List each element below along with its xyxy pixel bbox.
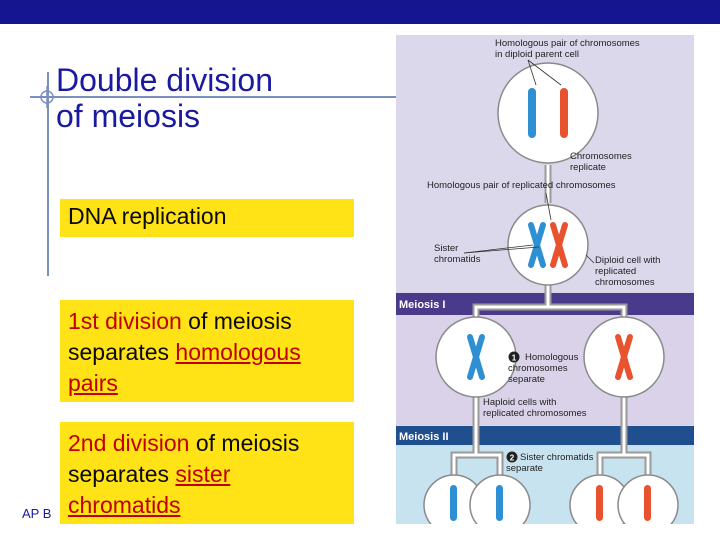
slide-title: Double division of meiosis: [56, 62, 273, 134]
parent-cell: [497, 62, 599, 164]
label-haploid-2: replicated chromosomes: [483, 408, 587, 419]
label-haploid-1: Haploid cells with: [483, 397, 556, 408]
label-top-2: in diploid parent cell: [495, 49, 579, 60]
label-diploid-3: chromosomes: [595, 277, 655, 288]
label-sister-1: Sister: [434, 243, 458, 254]
crosshair-icon: [36, 86, 58, 108]
label-diploid-1: Diploid cell with: [595, 255, 660, 266]
top-banner: [0, 0, 720, 24]
dna-replication-text: DNA replication: [68, 203, 227, 229]
red-chromosome: [560, 88, 568, 138]
step2-line2: separate: [506, 463, 543, 474]
diploid-cell: [507, 204, 589, 286]
dna-replication-box: DNA replication: [60, 199, 354, 237]
label-diploid-2: replicated: [595, 266, 636, 277]
label-replicate-1: Chromosomes: [570, 151, 632, 162]
meiosis2-header: Meiosis II: [399, 431, 449, 443]
label-sister-2: chromatids: [434, 254, 481, 265]
homologous-pairs-term: homologous pairs: [68, 339, 301, 396]
pointer-lines: [463, 59, 595, 264]
first-division-term: 1st division: [68, 308, 182, 334]
step2-line1: Sister chromatids: [520, 452, 594, 463]
step1-number: 1: [512, 354, 517, 363]
label-replicate-2: replicate: [570, 162, 606, 173]
meiosis2-header-bar: [396, 426, 694, 445]
blue-chromosome: [528, 88, 536, 138]
step1-line1: Homologous: [525, 352, 579, 363]
first-division-box: 1st division of meiosis separates homolo…: [60, 300, 354, 402]
sister-chromatids-term: sister chromatids: [68, 461, 231, 518]
replicated-chromosomes: [467, 222, 633, 380]
step2-number: 2: [510, 454, 515, 463]
chromatids: [450, 485, 651, 521]
second-division-text: of meiosis separates: [68, 430, 300, 487]
meiosis1-header: Meiosis I: [399, 299, 445, 311]
label-top-1: Homologous pair of chromosomes: [495, 38, 640, 49]
second-division-term: 2nd division: [68, 430, 190, 456]
step1-line2: chromosomes: [508, 363, 568, 374]
top-banner-rule: [0, 24, 720, 27]
step-markers: 1 2: [506, 351, 520, 463]
slide-title-line2: of meiosis: [56, 98, 201, 134]
title-vertical-rule: [47, 72, 49, 276]
meiosis-diagram: Meiosis I Meiosis II: [396, 35, 694, 524]
title-horizontal-rule: [30, 96, 396, 98]
slide-title-line1: Double division: [56, 62, 274, 98]
first-division-text: of meiosis separates: [68, 308, 292, 365]
label-homologous-replicated: Homologous pair of replicated chromosome…: [427, 180, 616, 191]
step1-line3: separate: [508, 374, 545, 385]
second-division-box: 2nd division of meiosis separates sister…: [60, 422, 354, 524]
footer-label: AP B: [22, 506, 52, 521]
